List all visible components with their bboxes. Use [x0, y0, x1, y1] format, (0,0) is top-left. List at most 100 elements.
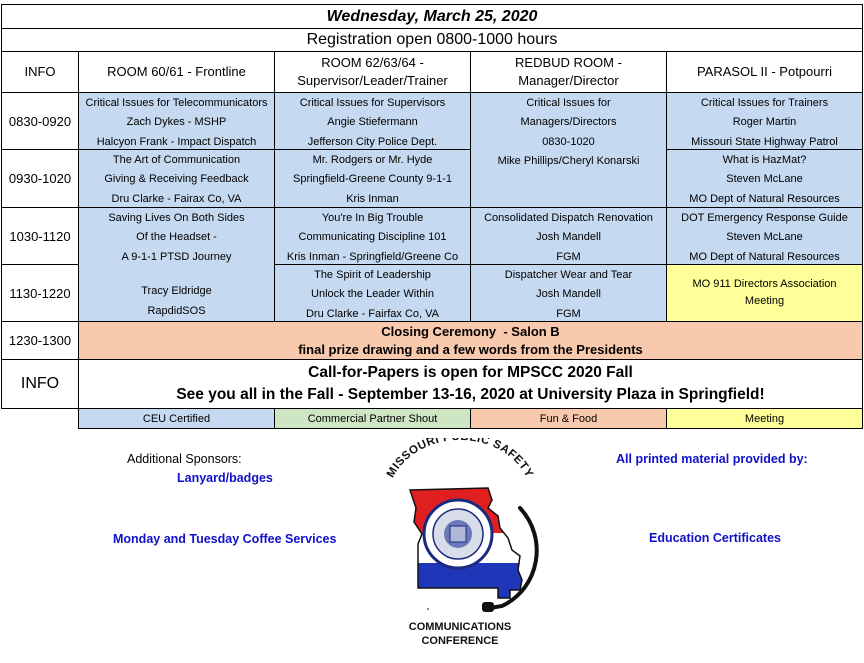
session-title: Consolidated Dispatch Renovation	[484, 212, 653, 224]
page-title: Wednesday, March 25, 2020	[1, 4, 863, 29]
room-header-line: PARASOL II - Potpourri	[696, 64, 833, 79]
time-slot: 1030-1120	[1, 207, 79, 265]
session-cell: The Spirit of Leadership Unlock the Lead…	[274, 264, 471, 322]
time-slot: 1130-1220	[1, 264, 79, 322]
session-title: You're In Big Trouble	[321, 212, 424, 224]
time-slot: 1230-1300	[1, 321, 79, 360]
time-label: 0930-1020	[8, 171, 72, 186]
room-header-line: ROOM 62/63/64 -	[321, 55, 424, 70]
session-cell: DOT Emergency Response Guide Steven McLa…	[666, 207, 863, 265]
session-org: FGM	[556, 250, 581, 263]
legend-label: Meeting	[744, 412, 785, 425]
room-header-supervisor: ROOM 62/63/64 - Supervisor/Leader/Traine…	[274, 51, 471, 93]
time-label: 1030-1120	[9, 228, 71, 244]
session-cell: What is HazMat? Steven McLane MO Dept of…	[666, 149, 863, 208]
closing-subtitle: final prize drawing and a few words from…	[298, 341, 643, 357]
session-speaker: Steven McLane	[726, 231, 803, 244]
room-header-line: ROOM 60/61 - Frontline	[107, 64, 246, 79]
session-org: MO Dept of Natural Resources	[689, 250, 840, 263]
sponsor-coffee: Monday and Tuesday Coffee Services	[113, 532, 336, 546]
room-header-line: Manager/Director	[518, 73, 619, 88]
session-title: Managers/Directors	[520, 116, 617, 129]
session-title: Critical Issues for Telecommunicators	[85, 97, 268, 109]
session-cell: Dispatcher Wear and Tear Josh Mandell FG…	[470, 264, 667, 322]
session-cell: Critical Issues for Telecommunicators Za…	[78, 92, 275, 150]
legend-meeting: Meeting	[666, 408, 863, 429]
info-announcement: Call-for-Papers is open for MPSCC 2020 F…	[78, 359, 863, 409]
title-text: Wednesday, March 25, 2020	[326, 7, 538, 25]
session-speaker: Mike Phillips/Cheryl Konarski	[497, 154, 640, 167]
session-speaker: Dru Clarke - Fairfax Co, VA	[305, 307, 440, 320]
session-org: Jefferson City Police Dept.	[307, 135, 438, 148]
session-title: A 9-1-1 PTSD Journey	[121, 250, 232, 263]
session-title: Critical Issues for	[526, 97, 611, 109]
sponsor-certificates: Education Certificates	[649, 531, 781, 545]
session-org: Missouri State Highway Patrol	[691, 135, 838, 148]
sponsor-certificates-text: Education Certificates	[649, 531, 781, 545]
conference-logo: MISSOURI PUBLIC SAFETY COMMUNICATIONS CO…	[385, 438, 539, 647]
session-time: 0830-1020	[542, 135, 595, 148]
room-header-manager: REDBUD ROOM - Manager/Director	[470, 51, 667, 93]
session-cell: Critical Issues for Supervisors Angie St…	[274, 92, 471, 150]
legend-label: CEU Certified	[142, 412, 211, 425]
state-seal-icon	[422, 498, 494, 570]
session-title: Critical Issues for Supervisors	[299, 97, 446, 109]
room-header-line: REDBUD ROOM -	[515, 55, 622, 70]
session-speaker: Angie Stiefermann	[327, 116, 418, 129]
meeting-cell: MO 911 Directors Association Meeting	[666, 264, 863, 322]
room-header-potpourri: PARASOL II - Potpourri	[666, 51, 863, 93]
sponsor-lanyard-text: Lanyard/badges	[177, 471, 273, 485]
session-subtitle: Unlock the Leader Within	[311, 288, 434, 301]
time-label: 1230-1300	[8, 333, 72, 348]
registration-text: Registration open 0800-1000 hours	[306, 31, 558, 48]
additional-sponsors-text: Additional Sponsors:	[127, 452, 242, 466]
session-title: What is HazMat?	[722, 154, 807, 166]
sponsor-printed-text: All printed material provided by:	[616, 452, 808, 466]
info-header: INFO	[1, 51, 79, 93]
session-title: The Spirit of Leadership	[314, 269, 431, 281]
registration-banner: Registration open 0800-1000 hours	[1, 28, 863, 52]
sponsor-lanyard: Lanyard/badges	[177, 471, 273, 485]
session-speaker: Zach Dykes - MSHP	[126, 116, 227, 129]
session-speaker: Kris Inman - Springfield/Greene Co	[286, 250, 459, 263]
session-speaker: Tracy Eldridge	[141, 285, 212, 298]
session-cell: Mr. Rodgers or Mr. Hyde Springfield-Gree…	[274, 149, 471, 208]
info-label: INFO	[1, 359, 79, 409]
info-header-label: INFO	[24, 64, 56, 79]
time-slot: 0930-1020	[1, 149, 79, 208]
session-org: FGM	[556, 307, 581, 320]
session-cell: The Art of Communication Giving & Receiv…	[78, 149, 275, 208]
session-title: Dispatcher Wear and Tear	[504, 269, 633, 281]
closing-title: Closing Ceremony - Salon B	[381, 323, 560, 339]
closing-ceremony: Closing Ceremony - Salon B final prize d…	[78, 321, 863, 360]
session-speaker: Josh Mandell	[536, 231, 601, 244]
legend-partner: Commercial Partner Shout	[274, 408, 471, 429]
info-label-text: INFO	[20, 375, 60, 392]
session-subtitle: Giving & Receiving Feedback	[104, 173, 249, 186]
time-label: 1130-1220	[9, 285, 71, 301]
session-cell-managers: Critical Issues for Managers/Directors 0…	[470, 92, 667, 208]
session-cell: You're In Big Trouble Communicating Disc…	[274, 207, 471, 265]
sponsor-printed: All printed material provided by:	[616, 452, 808, 466]
headset-icon	[488, 506, 539, 610]
session-org: MO Dept of Natural Resources	[689, 192, 840, 205]
session-cell: Critical Issues for Trainers Roger Marti…	[666, 92, 863, 150]
call-for-papers: Call-for-Papers is open for MPSCC 2020 F…	[308, 364, 633, 381]
room-header-frontline: ROOM 60/61 - Frontline	[78, 51, 275, 93]
meeting-title: MO 911 Directors Association	[692, 278, 837, 290]
legend-label: Fun & Food	[539, 412, 598, 425]
session-speaker: Roger Martin	[732, 116, 797, 129]
legend-fun: Fun & Food	[470, 408, 667, 429]
session-title: DOT Emergency Response Guide	[681, 212, 848, 224]
session-subtitle: Communicating Discipline 101	[298, 231, 447, 244]
session-title: Critical Issues for Trainers	[700, 97, 829, 109]
session-org: Springfield-Greene County 9-1-1	[293, 173, 452, 186]
logo-communications: COMMUNICATIONS	[409, 621, 511, 633]
time-slot: 0830-0920	[1, 92, 79, 150]
session-cell-ptsd: Saving Lives On Both Sides Of the Headse…	[78, 207, 275, 322]
session-speaker: Josh Mandell	[536, 288, 601, 301]
session-org: RapdidSOS	[147, 304, 206, 317]
legend-ceu: CEU Certified	[78, 408, 275, 429]
session-org: Halcyon Frank - Impact Dispatch	[96, 135, 257, 148]
session-title: Saving Lives On Both Sides	[108, 212, 245, 224]
